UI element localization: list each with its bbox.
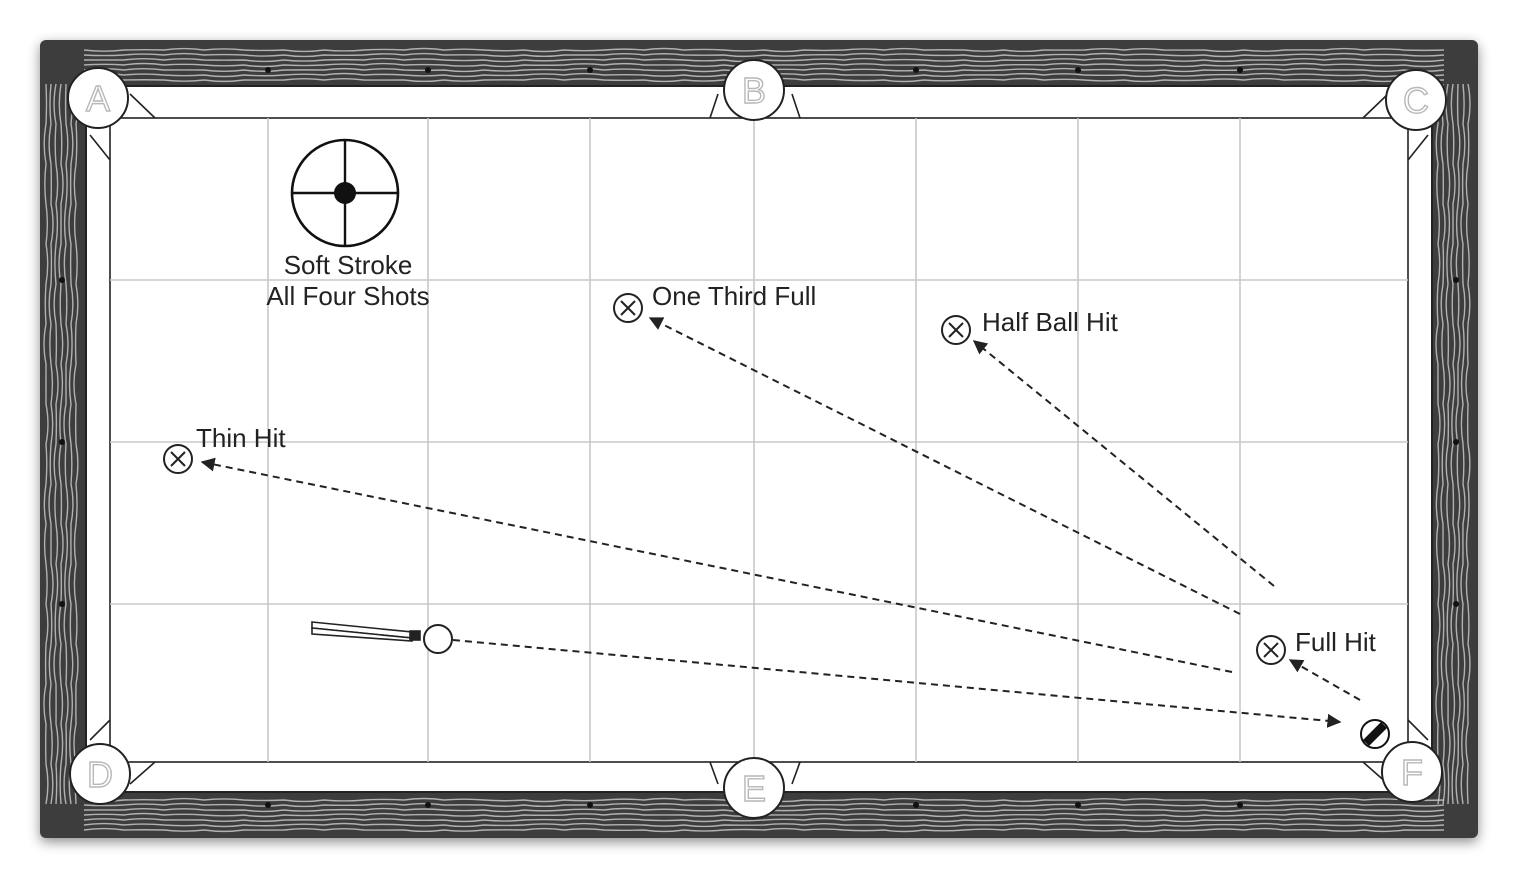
pocket-a: A <box>67 67 129 129</box>
x-circle-icon <box>613 293 643 323</box>
rail-diamond <box>587 67 593 73</box>
cue-ball-center-hit-icon <box>290 138 400 248</box>
rail-diamond <box>425 67 431 73</box>
cue-stick-icon <box>311 621 421 642</box>
pocket-label-e: E <box>742 768 766 809</box>
pocket-b: B <box>723 59 785 121</box>
target-thin-hit: Thin Hit <box>163 423 286 474</box>
label-full-hit: Full Hit <box>1295 627 1377 657</box>
pocket-label-a: A <box>86 78 110 119</box>
cue-ball-path <box>452 639 1342 728</box>
path-half-ball-hit <box>972 340 1275 587</box>
rail-diamonds <box>59 67 1459 808</box>
table-grid <box>110 118 1408 762</box>
pocket-d: D <box>69 743 131 805</box>
pocket-label-b: B <box>742 70 766 111</box>
rail-diamond <box>265 67 271 73</box>
path-one-third-full <box>648 317 1241 615</box>
label-one-third-full: One Third Full <box>652 281 816 311</box>
shot-paths <box>200 317 1361 728</box>
rail-diamond <box>1453 601 1459 607</box>
pocket-label-c: C <box>1403 80 1429 121</box>
cue-ball-icon <box>423 624 453 654</box>
pocket-label-f: F <box>1401 752 1423 793</box>
label-half-ball-hit: Half Ball Hit <box>982 307 1119 337</box>
x-circle-icon <box>1256 635 1286 665</box>
rail-diamond <box>1453 439 1459 445</box>
right-rail-grain <box>1435 83 1471 805</box>
x-circle-icon <box>163 444 193 474</box>
x-circle-icon <box>941 315 971 345</box>
rail-diamond <box>1075 802 1081 808</box>
target-half-ball-hit: Half Ball Hit <box>941 307 1119 345</box>
target-one-third-full: One Third Full <box>613 281 816 323</box>
left-rail-grain <box>43 83 79 805</box>
pocket-c: C <box>1385 69 1447 131</box>
rail-diamond <box>913 802 919 808</box>
legend-line-2: All Four Shots <box>266 281 429 311</box>
rail-diamond <box>1237 802 1243 808</box>
pocket-label-d: D <box>87 754 113 795</box>
cushion-bevels <box>89 93 1429 785</box>
rail-diamond <box>1453 277 1459 283</box>
legend-line-1: Soft Stroke <box>284 250 413 280</box>
rail-diamond <box>1237 67 1243 73</box>
rail-diamond <box>59 601 65 607</box>
rail-diamond <box>59 439 65 445</box>
rail-diamond <box>59 277 65 283</box>
target-full-hit: Full Hit <box>1256 627 1377 665</box>
rail-diamond <box>265 802 271 808</box>
pocket-e: E <box>723 757 785 819</box>
rail-diamond <box>913 67 919 73</box>
label-thin-hit: Thin Hit <box>196 423 286 453</box>
rail-diamond <box>587 802 593 808</box>
path-full-hit <box>1288 659 1361 701</box>
striped-ball-icon <box>1360 719 1390 749</box>
rail-diamond <box>425 802 431 808</box>
rail-diamond <box>1075 67 1081 73</box>
pocket-f: F <box>1381 741 1443 803</box>
